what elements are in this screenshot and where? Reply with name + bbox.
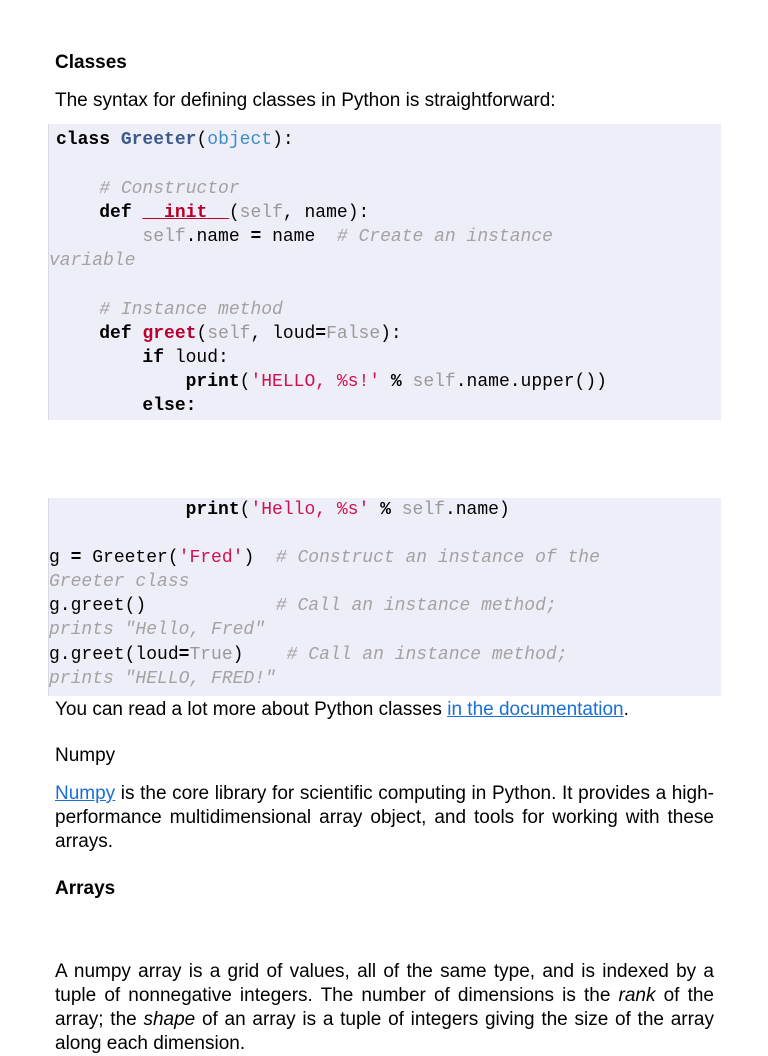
code-line: self.name = name # Create an instance — [142, 227, 553, 247]
heading-classes: Classes — [55, 52, 127, 73]
numpy-paragraph: Numpy is the core library for scientific… — [55, 783, 714, 852]
code-line: g.greet() # Call an instance method; — [49, 596, 557, 616]
code-line: def greet(self, loud=False): — [99, 324, 402, 344]
code-line: def __init__(self, name): — [99, 203, 370, 223]
code-line: prints "HELLO, FRED!" — [49, 669, 276, 689]
intro-text: The syntax for defining classes in Pytho… — [55, 90, 556, 111]
code-line: g.greet(loud=True) # Call an instance me… — [49, 645, 568, 665]
documentation-link[interactable]: in the documentation — [447, 699, 624, 720]
code-line: # Constructor — [99, 179, 240, 199]
code-line: Greeter class — [49, 572, 190, 592]
code-line: prints "Hello, Fred" — [49, 620, 266, 640]
code-block-greeter-usage: print('Hello, %s' % self.name) g = Greet… — [48, 498, 721, 696]
heading-arrays: Arrays — [55, 878, 116, 899]
code-block-greeter-definition: class Greeter(object): # Constructor def… — [48, 124, 721, 420]
heading-numpy: Numpy — [55, 745, 116, 766]
read-more-text: You can read a lot more about Python cla… — [55, 699, 629, 720]
code-line: class Greeter(object): — [56, 130, 294, 150]
code-line: variable — [49, 251, 136, 271]
numpy-link[interactable]: Numpy — [55, 783, 116, 804]
code-line: if loud: — [142, 348, 229, 368]
arrays-paragraph: A numpy array is a grid of values, all o… — [55, 961, 714, 1054]
code-line: # Instance method — [99, 300, 283, 320]
code-line: print('HELLO, %s!' % self.name.upper()) — [185, 372, 607, 392]
code-line: g = Greeter('Fred') # Construct an insta… — [49, 548, 600, 568]
code-line: print('Hello, %s' % self.name) — [185, 500, 510, 520]
code-line: else: — [142, 396, 197, 416]
